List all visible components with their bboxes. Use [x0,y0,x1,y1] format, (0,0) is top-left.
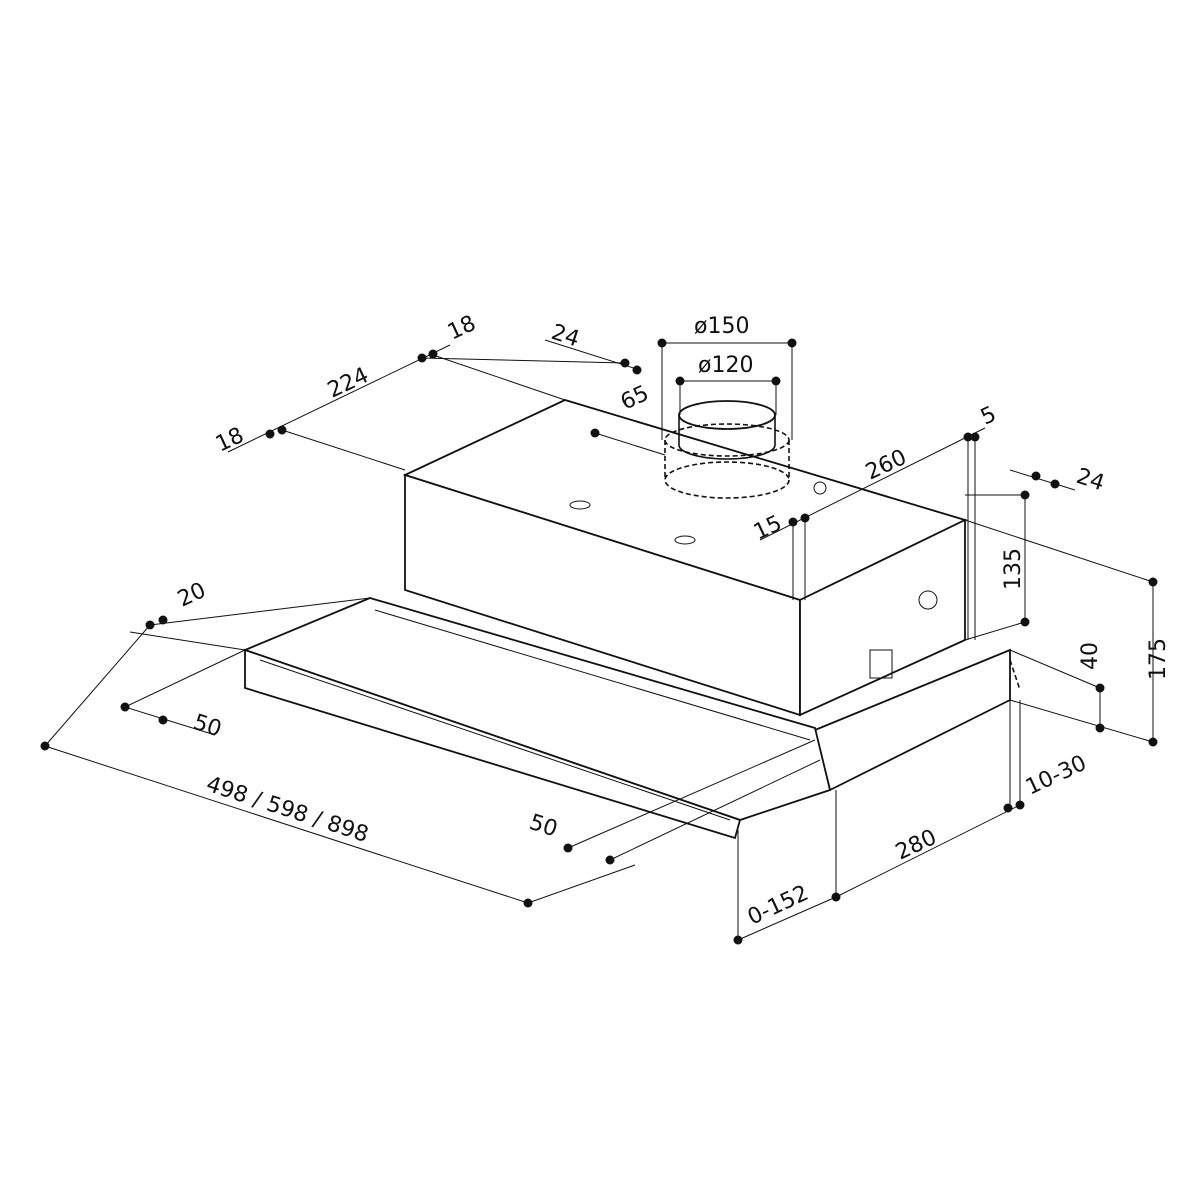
dimension-dot [605,855,615,865]
dimension-dot [1148,737,1158,747]
dimension-line [1009,469,1076,491]
dimension-dot [1095,683,1105,693]
dim-24-top: 24 [548,320,582,352]
dimension-line [1009,699,1154,743]
dimension-dot [788,517,798,527]
dimension-line [594,432,666,456]
dim-50-left: 50 [190,710,224,742]
dimension-line [124,649,246,708]
dimension-line [964,621,1026,641]
hood-lower-body [242,597,1021,840]
duct-outlet [664,400,790,499]
dimension-line [759,427,986,541]
dim-280: 280 [892,825,941,865]
dimension-dot [1020,617,1030,627]
dimension-dot [265,429,275,439]
dimension-dot [417,353,427,363]
dimension-dot [1050,479,1060,489]
dimension-dot [963,432,973,442]
dimension-dot [733,935,743,945]
dim-260: 260 [862,445,911,485]
dimension-dot [620,358,630,368]
dimension-dot [1020,490,1030,500]
dimension-line [432,354,566,401]
dimension-dot [1031,471,1041,481]
hood-upper-box [402,399,968,717]
dim-24-right: 24 [1073,464,1107,496]
dim-65: 65 [617,381,653,415]
dim-20: 20 [174,578,210,612]
dimension-line [149,597,371,626]
dimension-dot [158,715,168,725]
dimension-dot [145,620,155,630]
dim-224: 224 [324,363,373,403]
dimension-dot [563,843,573,853]
dim-width: 498 / 598 / 898 [203,772,371,848]
dimension-line [281,429,406,471]
dimension-dot [428,349,438,359]
dim-diameter-150: ø150 [694,314,749,339]
dimension-line [1009,649,1101,689]
dimension-dot [523,898,533,908]
dimension-line [124,706,216,736]
dim-175: 175 [1146,638,1171,680]
dimension-line [609,759,821,861]
dim-40: 40 [1078,642,1103,670]
dimension-dot [1095,723,1105,733]
dimension-line [527,864,636,904]
dim-50-bottom: 50 [526,810,560,842]
dimension-dot [970,432,980,442]
dimension-dot [675,376,685,386]
dimension-line [567,739,816,849]
dimension-dot [120,702,130,712]
dimension-dot [632,365,642,375]
dimension-dot [831,892,841,902]
dimension-dot [1003,803,1013,813]
dimension-lines [44,339,1154,941]
dimension-line [227,344,451,453]
dimension-dot [771,376,781,386]
dimension-line [44,745,529,904]
dimension-dot [277,425,287,435]
dimension-dot [1015,800,1025,810]
dimension-dot [40,741,50,751]
dimension-dot [800,513,810,523]
dimension-dots [40,338,1158,945]
dim-5: 5 [977,402,1000,431]
dim-10-30: 10-30 [1022,751,1091,801]
dim-18-left: 18 [212,423,248,457]
dimension-dot [787,338,797,348]
dimension-line [737,896,837,941]
dimension-line [421,357,626,364]
dimension-line [129,631,246,651]
dimension-line [835,804,1021,898]
dim-diameter-120: ø120 [698,353,753,378]
dim-0-152: 0-152 [744,881,813,931]
dimension-dot [158,615,168,625]
dimension-line [44,624,151,747]
dim-18-top: 18 [444,311,480,345]
dimension-dot [1148,577,1158,587]
dimension-dot [657,338,667,348]
dimension-dot [590,428,600,438]
dimension-line [964,519,1154,583]
dim-135: 135 [1001,548,1026,590]
